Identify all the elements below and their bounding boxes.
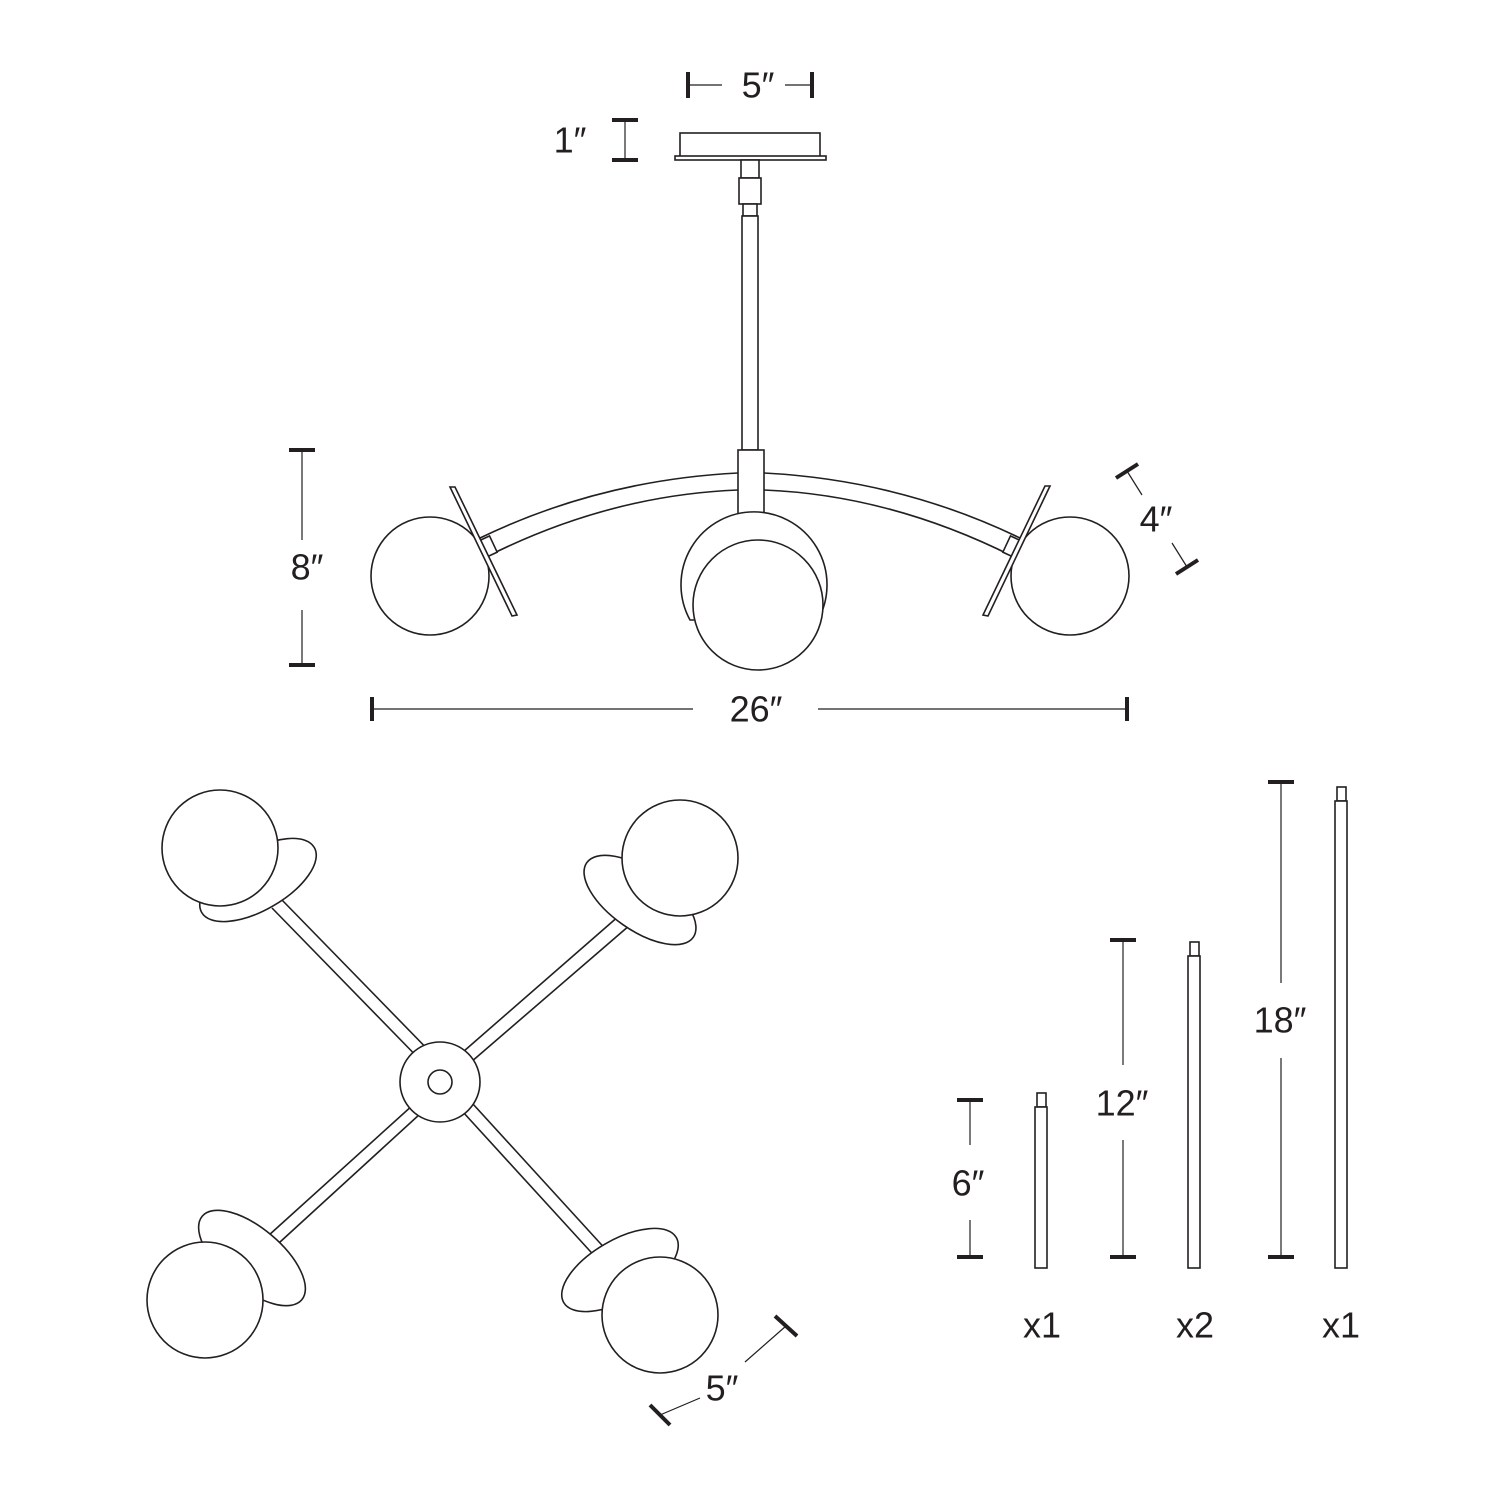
rod-6-length: 6″ <box>952 1163 985 1204</box>
top-globe-dimension: 5″ <box>648 1314 799 1427</box>
center-hub-inner <box>427 1069 453 1095</box>
canopy-height-dimension: 1″ <box>554 118 638 162</box>
height-dimension: 8″ <box>289 448 324 667</box>
top-view: 5″ <box>146 789 799 1427</box>
rod-18in: 18″ x1 <box>1254 780 1360 1346</box>
height-label: 8″ <box>291 547 324 588</box>
bottom-left-globe <box>146 1241 264 1359</box>
top-right-globe <box>621 799 739 917</box>
left-disc <box>448 486 519 617</box>
bottom-right-globe <box>601 1256 719 1374</box>
globe-diameter-dimension: 4″ <box>1114 462 1200 576</box>
rod-6-quantity: x1 <box>1023 1305 1061 1346</box>
canopy-height-label: 1″ <box>554 120 587 161</box>
left-globe <box>370 516 490 636</box>
stem <box>738 159 762 451</box>
rod-6in: 6″ x1 <box>952 1092 1061 1346</box>
hub <box>737 449 765 521</box>
center-globe <box>692 539 824 671</box>
side-view: 5″ 1″ <box>289 65 1200 730</box>
rod-12-quantity: x2 <box>1176 1305 1214 1346</box>
rod-12-length: 12″ <box>1096 1083 1149 1124</box>
rod-12in: 12″ x2 <box>1096 938 1214 1346</box>
width-label: 26″ <box>730 689 783 730</box>
canopy-width-label: 5″ <box>742 65 775 106</box>
right-globe <box>1010 516 1130 636</box>
top-left-globe <box>161 789 279 907</box>
canopy-width-dimension: 5″ <box>686 65 814 106</box>
rod-18-length: 18″ <box>1254 1000 1307 1041</box>
extension-rods: 6″ x1 12″ x2 18″ x1 <box>952 780 1360 1346</box>
rod-18-quantity: x1 <box>1322 1305 1360 1346</box>
width-dimension: 26″ <box>370 689 1129 730</box>
canopy <box>674 132 827 161</box>
top-globe-diameter-label: 5″ <box>706 1368 739 1409</box>
globe-diameter-label: 4″ <box>1140 499 1173 540</box>
right-disc <box>981 485 1052 617</box>
top-arms <box>257 899 631 1263</box>
